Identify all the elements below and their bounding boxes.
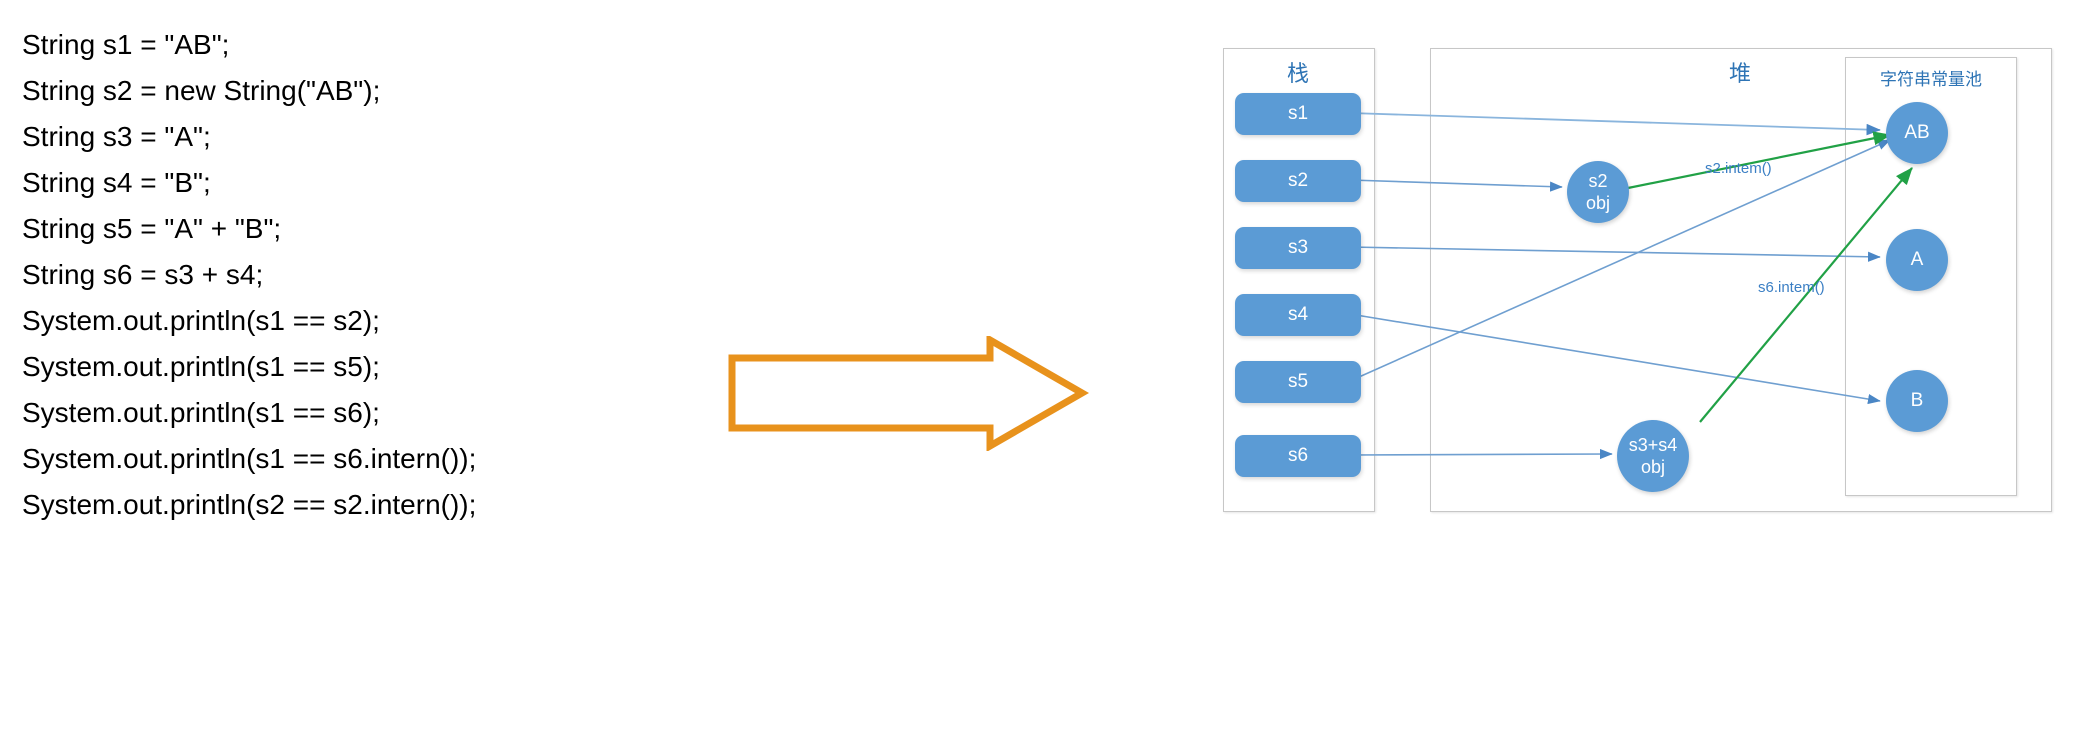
stack-panel-title: 栈 <box>1286 61 1311 86</box>
stack-slot-label: s1 <box>1287 103 1309 124</box>
jvm-memory-diagram: 堆 字符串常量池 栈 <box>1200 30 2080 744</box>
stack-slot-s4[interactable]: s4 <box>1235 294 1361 336</box>
heap-object-line1: s2 <box>1588 171 1608 191</box>
string-constant-pool-title: 字符串常量池 <box>1880 70 1982 89</box>
code-line: String s3 = "A"; <box>22 121 211 152</box>
pool-entry-label: A <box>1910 249 1924 270</box>
stack-slot-s1[interactable]: s1 <box>1235 93 1361 135</box>
heap-object-line2: obj <box>1585 193 1611 213</box>
stack-slot-s6[interactable]: s6 <box>1235 435 1361 477</box>
heap-object-line1: s3+s4 <box>1628 435 1678 455</box>
stack-slot-s2[interactable]: s2 <box>1235 160 1361 202</box>
java-code-block: String s1 = "AB"; String s2 = new String… <box>22 22 682 528</box>
code-line: String s4 = "B"; <box>22 167 211 198</box>
stack-slot-label: s2 <box>1287 170 1309 191</box>
code-line: System.out.println(s1 == s2); <box>22 305 380 336</box>
code-line: String s5 = "A" + "B"; <box>22 213 282 244</box>
edge-label-s6-intern: s6.intem() <box>1758 279 1825 296</box>
code-line: System.out.println(s1 == s6); <box>22 397 380 428</box>
orange-right-arrow-icon <box>722 333 1092 453</box>
code-line: String s2 = new String("AB"); <box>22 75 381 106</box>
stack-slot-s5[interactable]: s5 <box>1235 361 1361 403</box>
pool-entry-label: B <box>1910 390 1924 411</box>
stack-slot-label: s6 <box>1287 445 1309 466</box>
pool-entry-b[interactable]: B <box>1886 370 1948 432</box>
edge-label-s2-intern: s2.intem() <box>1705 160 1772 177</box>
code-line: String s1 = "AB"; <box>22 29 230 60</box>
code-line: System.out.println(s1 == s5); <box>22 351 380 382</box>
pool-entry-label: AB <box>1904 122 1930 143</box>
code-line: System.out.println(s1 == s6.intern()); <box>22 443 477 474</box>
heap-object-s3-s4-obj[interactable]: s3+s4 obj <box>1617 420 1689 492</box>
stack-slot-label: s4 <box>1287 304 1309 325</box>
heap-object-line2: obj <box>1640 457 1666 477</box>
code-line: System.out.println(s2 == s2.intern()); <box>22 489 477 520</box>
stack-slot-label: s5 <box>1287 371 1309 392</box>
heap-panel-title: 堆 <box>1728 61 1753 86</box>
pool-entry-ab[interactable]: AB <box>1886 102 1948 164</box>
heap-object-s2-obj[interactable]: s2 obj <box>1567 161 1629 223</box>
connector-layer <box>1349 112 1913 460</box>
code-line: String s6 = s3 + s4; <box>22 259 264 290</box>
stack-slot-label: s3 <box>1287 237 1309 258</box>
stack-slot-s3[interactable]: s3 <box>1235 227 1361 269</box>
pool-entry-a[interactable]: A <box>1886 229 1948 291</box>
